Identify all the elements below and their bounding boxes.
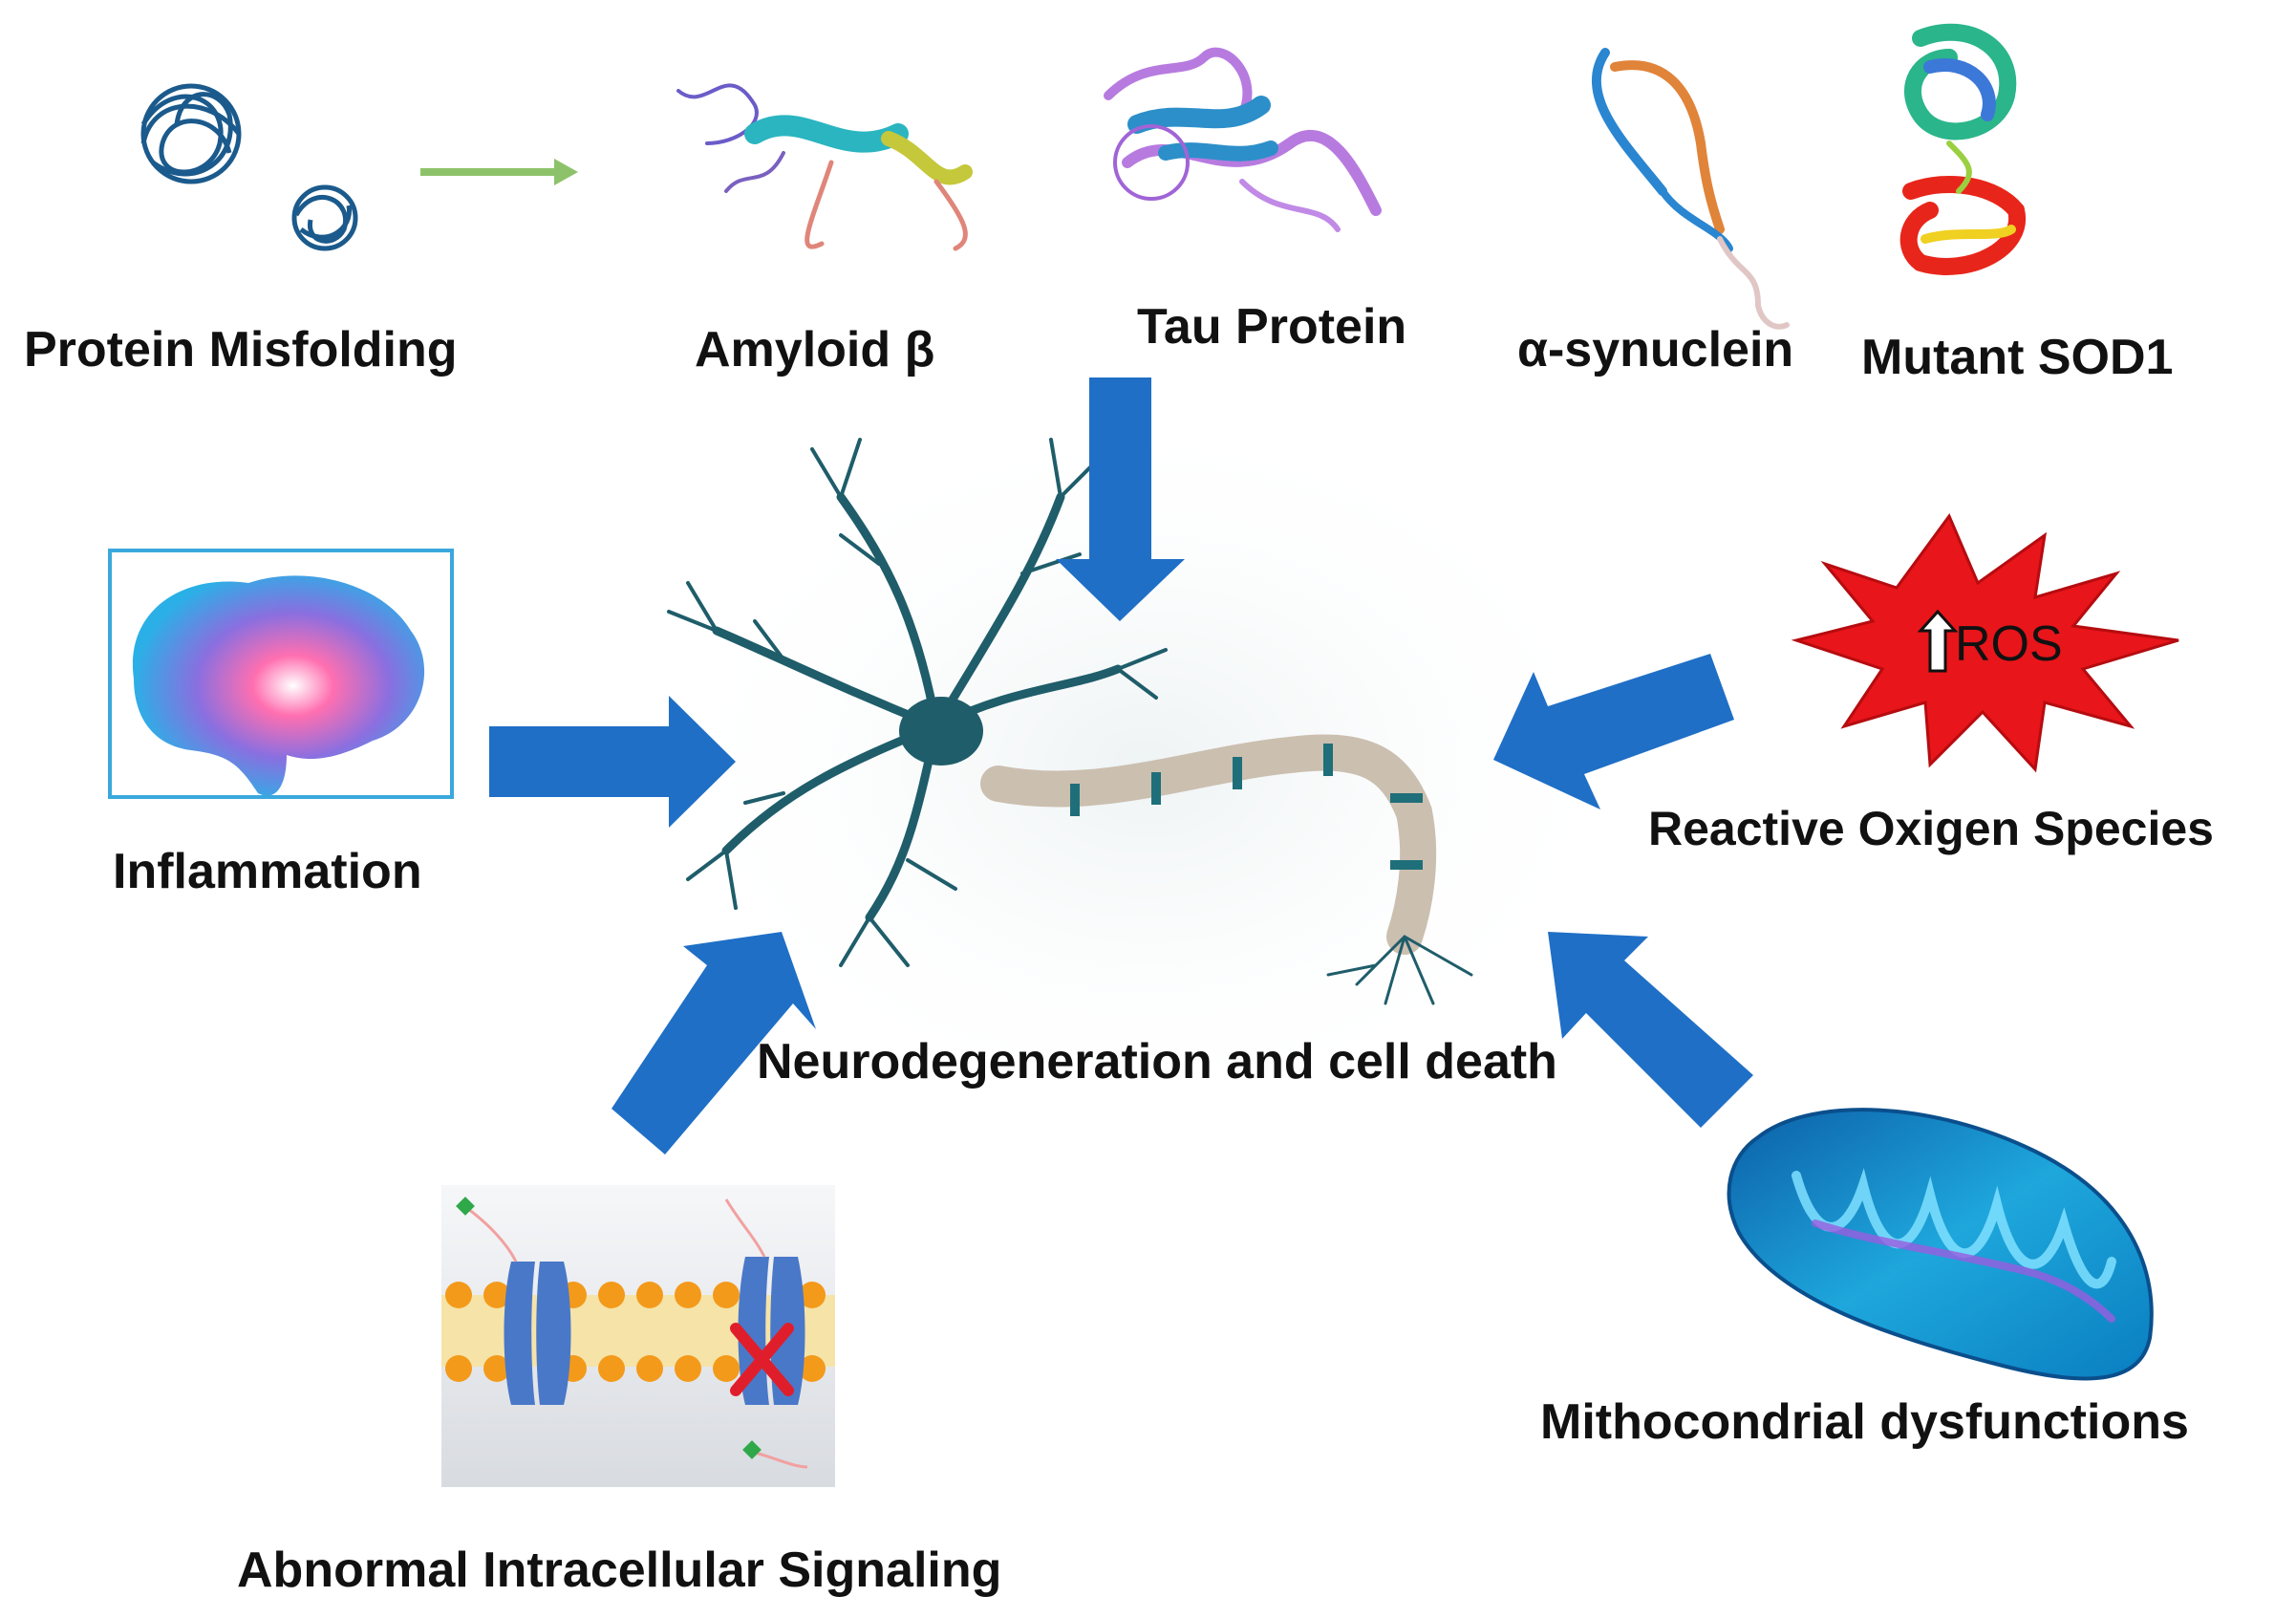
tau-to-neuron-arrow [1056,378,1185,621]
neuron-axon-terminal [1326,935,1473,1005]
alpha-synuclein-structure-icon [1591,48,1790,330]
label-mitochondrial-dysfunctions: Mithocondrial dysfunctions [1540,1394,2189,1450]
mitochondrion-icon [1727,1108,2154,1381]
label-amyloid-beta: Amyloid β [695,322,935,378]
mito-to-neuron-arrow [1548,932,1753,1128]
inflammation-brain-icon [108,549,454,799]
label-neurodegeneration: Neurodegeneration and cell death [757,1034,1557,1089]
label-protein-misfolding: Protein Misfolding [24,322,458,378]
label-reactive-oxygen-species: Reactive Oxigen Species [1648,802,2214,855]
inflammation-to-neuron-arrow [489,696,736,828]
protein-misfolding-icon [140,83,578,251]
ros-to-neuron-arrow [1493,654,1734,809]
ros-badge-text: ROS [1955,616,2063,672]
signal-ligands [467,1198,808,1469]
ros-burst-icon [1791,512,2179,773]
tau-protein-structure-icon [1104,47,1382,232]
label-inflammation: Inflammation [113,844,422,899]
label-tau-protein: Tau Protein [1137,299,1407,355]
misfolding-arrow [420,159,578,185]
label-abnormal-signaling: Abnormal Intracellular Signaling [237,1542,1002,1598]
label-alpha-synuclein: α-synuclein [1517,322,1794,378]
signaling-to-neuron-arrow [612,932,816,1154]
neuron-axon [980,734,1437,955]
neuron-dendrites [667,438,1168,967]
membrane-signaling-icon [441,1185,835,1487]
neuron-illustration [650,401,1643,1128]
block-x-icon [730,1323,794,1396]
ros-up-arrow-icon [1917,609,1959,673]
label-mutant-sod1: Mutant SOD1 [1861,330,2174,385]
mutant-sod1-structure-icon [1899,23,2027,275]
amyloid-beta-structure-icon [676,83,973,251]
